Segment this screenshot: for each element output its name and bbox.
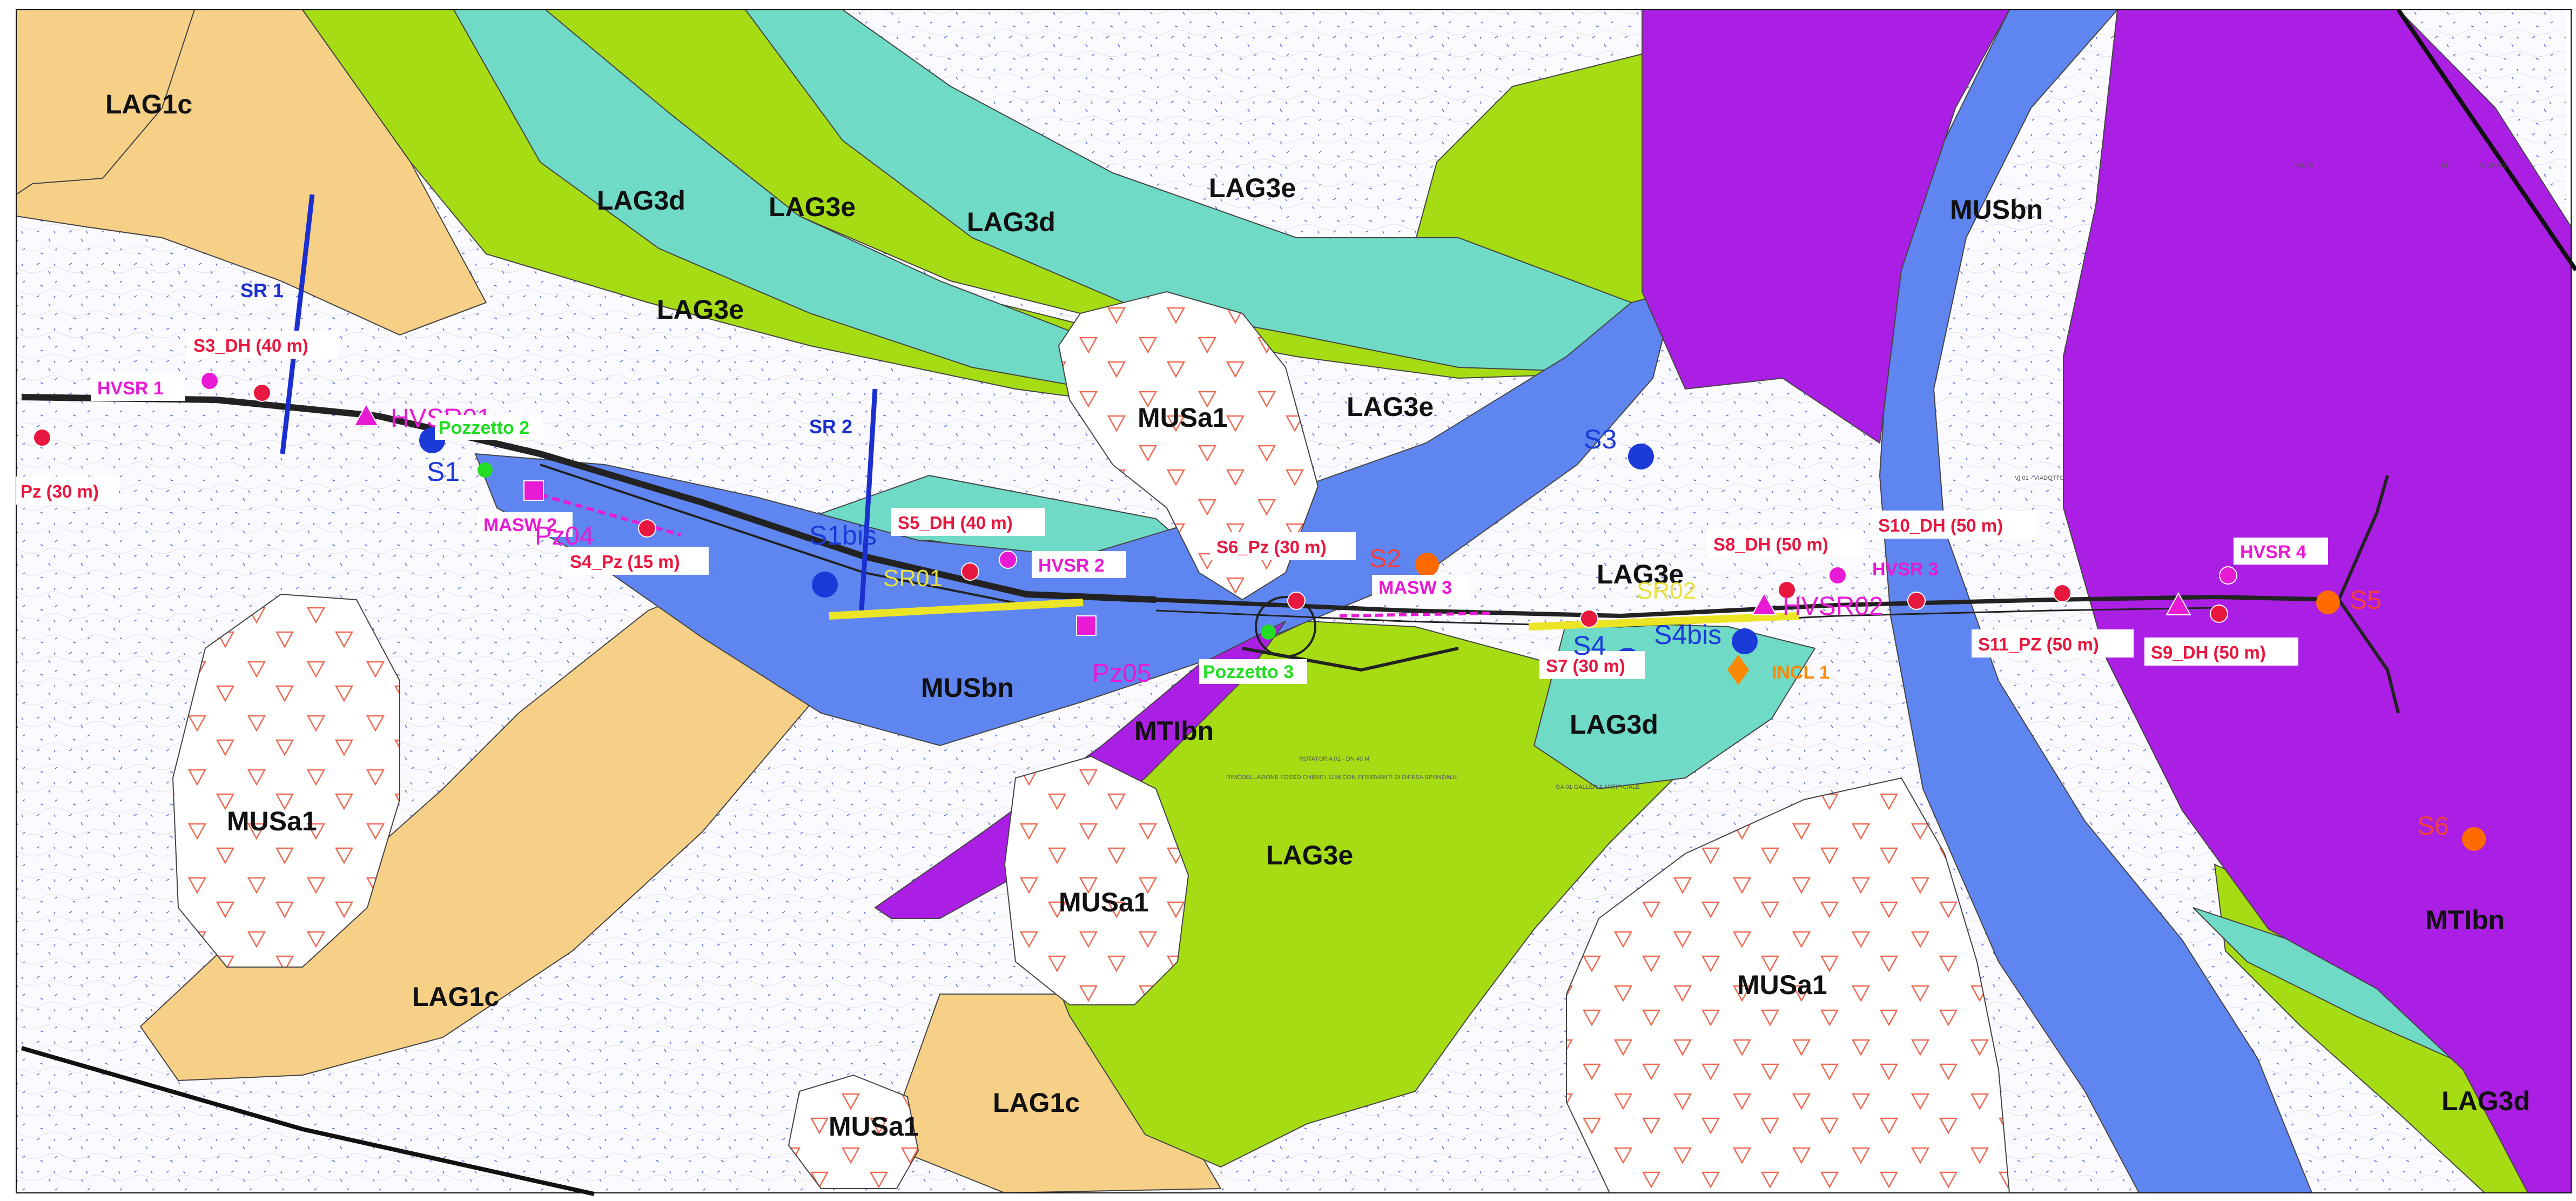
label-musa1: MUSa1: [1059, 887, 1149, 917]
label-s4bis: S4bis: [1654, 620, 1721, 650]
label-lag1c: LAG1c: [105, 89, 192, 119]
label-s10-dh: S10_DH (50 m): [1878, 515, 2003, 535]
label-s1bis: S1bis: [809, 520, 877, 551]
label-hvsr-4: HVSR 4: [2240, 542, 2306, 562]
label-sr01: SR01: [883, 565, 943, 592]
other-labels: Pozzetto 2 Pozzetto 3 INCL 1 S1 S1bis S3…: [240, 279, 2449, 841]
unit-labels: LAG1c LAG1c LAG1c LAG3d LAG3d LAG3d LAG3…: [105, 89, 2530, 1142]
borehole-labels: S3_DH (40 m) Pz (30 m) S4_Pz (15 m) S5_D…: [16, 331, 2298, 679]
label-lag3d: LAG3d: [1570, 709, 1658, 740]
unit-musbn: [474, 9, 2313, 1193]
label-hvsr-3: HVSR 3: [1872, 559, 1939, 580]
label-masw-2: MASW 2: [483, 515, 557, 535]
label-pozzetto-2: Pozzetto 2: [439, 418, 529, 438]
label-musa1: MUSa1: [1737, 970, 1827, 1000]
label-hvsr-1: HVSR 1: [97, 378, 164, 399]
annotation-di: DI: [2442, 163, 2447, 169]
label-incl-1: INCL 1: [1772, 662, 1830, 683]
annotations: ROTATORIA 01 - DN 40 M RIMODELLAZIONE FO…: [1226, 163, 2506, 790]
label-musbn: MUSbn: [921, 673, 1014, 703]
label-s6: S6: [2417, 812, 2449, 841]
label-s1: S1: [427, 457, 460, 487]
borehole-markers: [33, 384, 2228, 628]
map-frame: [16, 8, 2576, 1196]
label-s11-pz: S11_PZ (50 m): [1978, 634, 2099, 654]
label-masw-3: MASW 3: [1378, 578, 1452, 598]
label-s7: S7 (30 m): [1546, 656, 1625, 676]
label-pz04: Pz04: [535, 522, 594, 551]
label-s3-dh: S3_DH (40 m): [193, 336, 308, 355]
label-lag1c: LAG1c: [412, 982, 499, 1012]
label-lag3e: LAG3e: [1347, 392, 1434, 422]
annotation-ponte: PONTE: [2293, 163, 2313, 169]
annotation-viadotto: VI 01 - VIADOTTO: [2015, 475, 2064, 481]
label-lag3d: LAG3d: [597, 185, 685, 216]
aux-points: [477, 462, 2486, 851]
label-musa1: MUSa1: [1138, 402, 1228, 433]
label-hvsr02: HVSR02: [1783, 592, 1884, 621]
label-s4-pz: S4_Pz (15 m): [570, 552, 680, 572]
label-pz05: Pz05: [1092, 659, 1151, 688]
label-s3: S3: [1584, 424, 1617, 454]
label-musa1: MUSa1: [829, 1111, 919, 1142]
label-lag3e: LAG3e: [1266, 840, 1353, 870]
annotation-rimodellazione: RIMODELLAZIONE FOSSO CHIENTI 1156 CON IN…: [1226, 774, 1457, 781]
label-pz: Pz (30 m): [21, 481, 99, 501]
annotation-tolfano: TOLFANO: [2478, 163, 2506, 169]
annotation-rotatoria: ROTATORIA 01 - DN 40 M: [1299, 756, 1369, 762]
label-musa1: MUSa1: [227, 806, 317, 836]
label-hvsr-2: HVSR 2: [1038, 555, 1105, 576]
label-s9-dh: S9_DH (50 m): [2151, 642, 2266, 662]
label-lag3e: LAG3e: [769, 192, 856, 222]
label-pozzetto-3: Pozzetto 3: [1203, 662, 1294, 682]
label-s2: S2: [1369, 545, 1401, 573]
yellow-lines: [829, 599, 1799, 630]
annotation-galleria: GA 01 GALLERIA ARTIFICIALE: [1556, 784, 1640, 790]
label-s8-dh: S8_DH (50 m): [1713, 534, 1828, 554]
hvsr-markers: [200, 372, 2237, 636]
label-musbn: MUSbn: [1950, 194, 2043, 225]
label-lag3e: LAG3e: [657, 294, 744, 325]
label-mtibn: MTIbn: [2425, 905, 2505, 935]
label-sr02: SR02: [1637, 578, 1696, 604]
label-mtibn: MTIbn: [1134, 716, 1214, 746]
label-sr-1: SR 1: [240, 279, 284, 301]
sr-lines: [280, 194, 878, 611]
label-s4: S4: [1573, 630, 1606, 661]
label-s5-dh: S5_DH (40 m): [898, 513, 1013, 533]
label-lag1c: LAG1c: [993, 1088, 1080, 1118]
unit-musa1: [172, 291, 2010, 1193]
label-s6-pz: S6_Pz (30 m): [1216, 537, 1327, 557]
label-sr-2: SR 2: [809, 415, 852, 438]
hvsr-labels: HVSR 1 HVSR01 HVSR 2 HVSR 3 HVSR02 HVSR …: [91, 374, 2328, 688]
label-lag3e: LAG3e: [1597, 559, 1684, 589]
label-lag3d: LAG3d: [2442, 1086, 2530, 1116]
label-lag3e: LAG3e: [1209, 173, 1296, 203]
label-s5: S5: [2350, 586, 2382, 615]
label-lag3d: LAG3d: [967, 207, 1055, 237]
